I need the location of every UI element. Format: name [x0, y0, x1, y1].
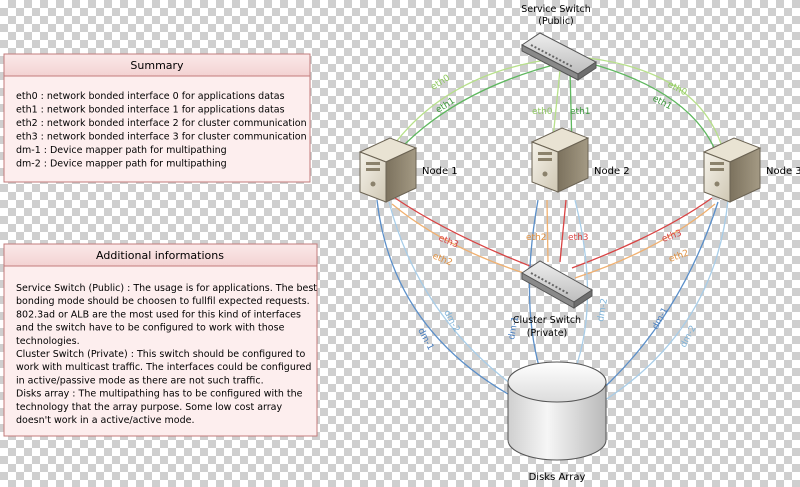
additional-info-line: bonding mode should be choosen to fullfi…	[16, 296, 310, 307]
label-eth3-right: eth3	[661, 228, 684, 244]
link-node2-eth3	[559, 199, 567, 263]
link-node1-eth3	[394, 197, 536, 269]
additional-info-line: work with multicast traffic. The interfa…	[16, 362, 311, 373]
cluster-switch-label: Cluster Switch	[513, 315, 581, 326]
label-eth0-right: eth0	[666, 80, 689, 99]
link-node1-eth0	[382, 57, 561, 161]
label-eth0-mid: eth0	[532, 107, 553, 117]
switch-icon	[521, 32, 597, 81]
link-node2-eth2	[546, 199, 549, 263]
disks-array: Disks Array	[507, 361, 607, 483]
summary-box: Summary eth0 : network bonded interface …	[3, 53, 311, 183]
summary-line: dm-2 : Device mapper path for multipathi…	[16, 159, 227, 170]
label-dm2-mid: dm-2	[596, 298, 610, 323]
link-node1-eth2	[391, 203, 531, 276]
server-icon	[702, 137, 762, 203]
additional-info-line: 802.3ad or ALB are the most used for thi…	[16, 309, 301, 320]
link-node3-eth1	[584, 61, 717, 153]
additional-info-line: technology that the array purpose. Some …	[16, 402, 282, 413]
additional-info-line: Service Switch (Public) : The usage is f…	[16, 283, 317, 294]
label-eth2-mid: eth2	[526, 233, 547, 243]
additional-info-box: Additional informations Service Switch (…	[3, 243, 318, 437]
additional-info-line: Disks array : The multipathing has to be…	[16, 389, 303, 400]
link-node3-dm2	[601, 199, 729, 403]
node-1: Node 1	[358, 137, 458, 203]
summary-title: Summary	[130, 59, 184, 72]
disks-array-label: Disks Array	[529, 472, 586, 483]
label-eth1-left: eth1	[434, 96, 457, 115]
additional-info-line: doesn't work in a active/active mode.	[16, 415, 194, 426]
label-eth0-left: eth0	[429, 73, 452, 92]
link-node3-dm1	[595, 201, 719, 396]
summary-line: eth3 : network bonded interface 3 for cl…	[16, 132, 307, 143]
server-icon	[358, 137, 418, 203]
database-icon	[507, 361, 607, 461]
link-node3-eth2	[574, 203, 716, 279]
label-eth2-left: eth2	[431, 252, 454, 269]
node-3-label: Node 3	[766, 166, 800, 177]
additional-info-line: Cluster Switch (Private) : This switch s…	[16, 349, 306, 360]
additional-info-title: Additional informations	[96, 249, 224, 262]
label-dm1-right: dm-1	[651, 306, 671, 331]
label-eth1-right: eth1	[651, 94, 674, 112]
link-labels: eth0 eth1 eth0 eth1 eth0 eth1 eth3 eth2 …	[415, 73, 698, 352]
service-switch-label: Service Switch	[521, 4, 591, 15]
cluster-switch: Cluster Switch (Private)	[513, 260, 593, 339]
server-icon	[530, 127, 590, 193]
node-2-label: Node 2	[594, 166, 630, 177]
label-eth3-mid: eth3	[568, 233, 589, 243]
label-dm1-mid: dm-1	[507, 316, 521, 341]
label-eth1-mid: eth1	[570, 107, 591, 117]
cluster-switch-sublabel: (Private)	[527, 328, 568, 339]
label-eth2-right: eth2	[668, 248, 691, 264]
label-dm2-left: dm-2	[441, 309, 461, 334]
link-node1-dm1	[376, 199, 516, 399]
link-node3-eth0	[587, 57, 724, 151]
node-2: Node 2	[530, 127, 630, 193]
service-switch-sublabel: (Public)	[538, 16, 574, 27]
node-3: Node 3	[702, 137, 800, 203]
link-node1-dm2	[388, 201, 523, 393]
summary-line: eth2 : network bonded interface 2 for cl…	[16, 118, 307, 129]
summary-line: eth1 : network bonded interface 1 for ap…	[16, 105, 285, 116]
additional-info-line: in active/passive mode as there are not …	[16, 375, 264, 386]
link-node2-dm1	[528, 199, 541, 371]
service-switch: Service Switch (Public)	[521, 4, 597, 81]
label-eth3-left: eth3	[437, 234, 460, 251]
switch-icon	[521, 260, 593, 309]
additional-info-line: and the switch have to be configured to …	[16, 323, 285, 334]
summary-line: dm-1 : Device mapper path for multipathi…	[16, 145, 227, 156]
node-1-label: Node 1	[422, 166, 458, 177]
additional-info-line: technologies.	[16, 336, 80, 347]
summary-line: eth0 : network bonded interface 0 for ap…	[16, 91, 285, 102]
label-dm1-left: dm-1	[415, 327, 435, 352]
link-node3-eth3	[571, 197, 713, 269]
